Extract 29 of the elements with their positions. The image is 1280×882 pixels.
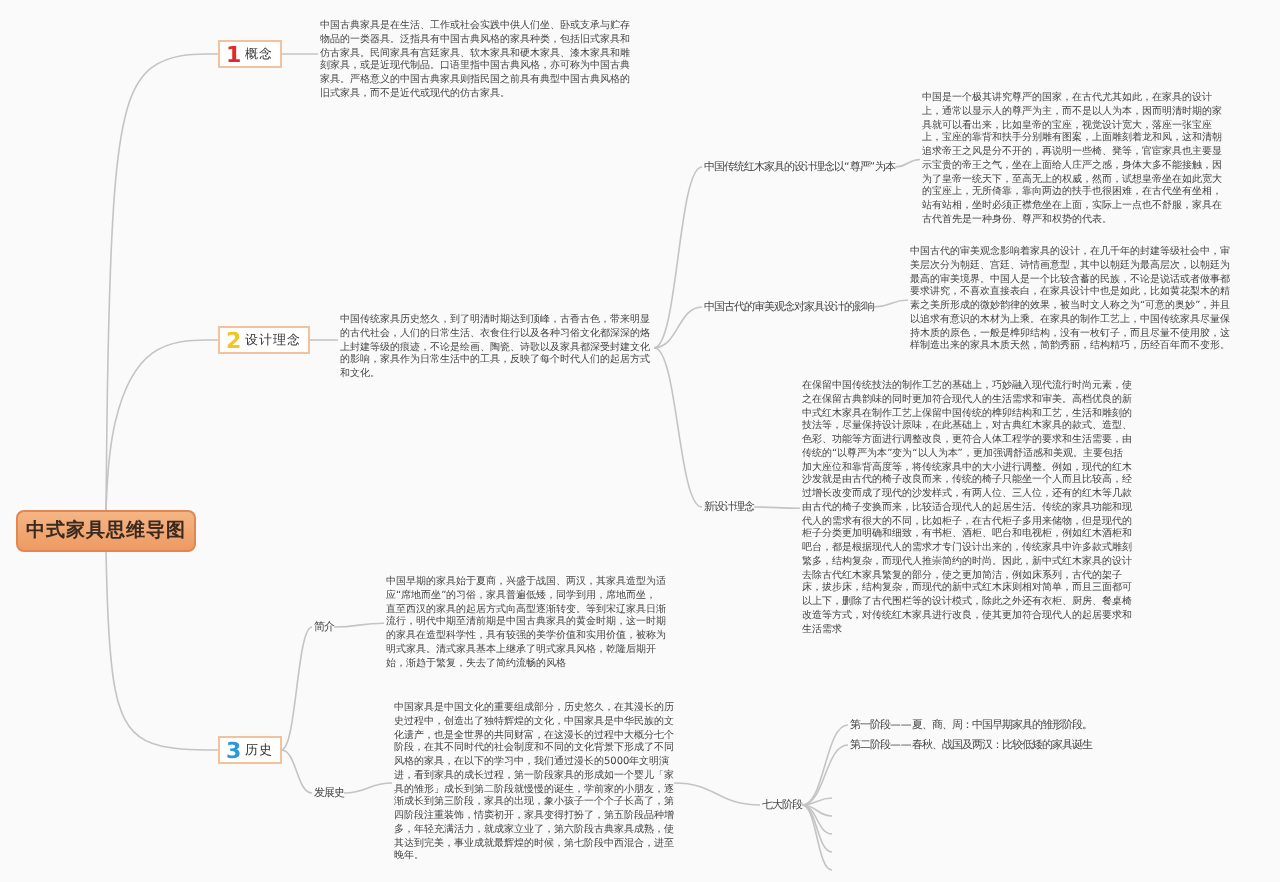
connector-line (280, 53, 319, 55)
central-topic: 中式家具思维导图 (16, 510, 196, 552)
connector-line (801, 804, 833, 871)
connector-line (333, 622, 385, 628)
connector-line (105, 339, 219, 511)
topic-box (218, 326, 310, 354)
connector-line (280, 749, 313, 794)
connector-line (105, 551, 219, 751)
connector-line (801, 744, 849, 806)
connector-line (343, 782, 393, 794)
connector-line (801, 804, 833, 817)
connector-line (873, 299, 909, 308)
connector-line (308, 339, 339, 341)
connector-line (894, 158, 921, 168)
topic-box (218, 40, 282, 68)
connector-line (801, 804, 833, 853)
connector-line (653, 306, 703, 349)
connector-line (801, 797, 833, 806)
connector-line (673, 782, 761, 806)
connector-line (801, 724, 849, 806)
topic-box (218, 736, 282, 764)
connector-line (801, 804, 833, 835)
connector-line (280, 626, 313, 751)
topic-number: 2 (226, 329, 242, 351)
connector-line (653, 346, 703, 508)
topic-number: 3 (226, 739, 242, 761)
topic-number: 1 (226, 43, 242, 65)
connector-line (753, 506, 801, 510)
connector-line (653, 166, 703, 349)
